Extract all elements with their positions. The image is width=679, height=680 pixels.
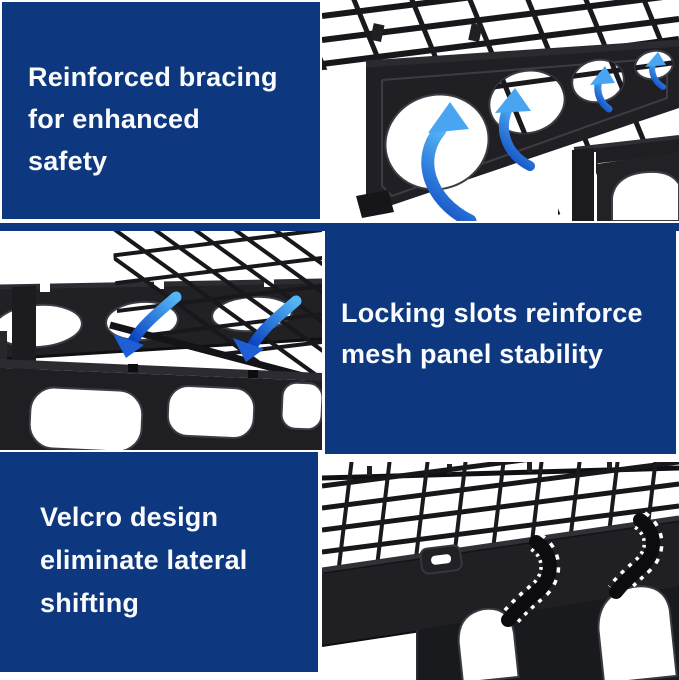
curved-arrow-down-icons: [113, 291, 302, 362]
arch-cutout: [597, 585, 678, 680]
feature-1-line-1: Reinforced bracing: [28, 62, 278, 92]
feature-1-photo-panel: [322, 0, 679, 221]
feature-1-line-3: safety: [28, 146, 108, 176]
velcro-straps-photo: [322, 462, 679, 680]
locking-slot: [40, 283, 50, 292]
feature-1-line-2: for enhanced: [28, 104, 200, 134]
lower-shelf-frame: [572, 135, 679, 221]
arrowhead: [233, 338, 264, 362]
feature-3-photo-panel: [322, 458, 679, 680]
beam-cutout: [28, 386, 144, 450]
arrowhead: [428, 102, 469, 133]
feature-2-photo-panel: [0, 231, 322, 450]
curved-arrow-up-icons: [421, 52, 666, 221]
arrowhead: [590, 66, 615, 85]
reinforced-bracing-photo: [322, 0, 679, 221]
mounting-bracket: [419, 544, 463, 575]
locking-slots-photo: [0, 231, 322, 450]
feature-1-text-panel: Reinforced bracing for enhanced safety: [2, 2, 320, 219]
feature-3-line-3: shifting: [40, 588, 140, 618]
feature-2-line-1: Locking slots reinforce: [341, 298, 643, 328]
feature-2-line-2: mesh panel stability: [341, 339, 604, 369]
feature-3-line-1: Velcro design: [40, 502, 219, 532]
locking-slot: [248, 370, 258, 378]
frame-legs: [416, 585, 679, 680]
locking-slot: [128, 364, 138, 372]
feature-3-caption: Velcro design eliminate lateral shifting: [0, 452, 318, 625]
arrowhead: [113, 334, 144, 358]
mesh-hook-tab: [370, 23, 385, 43]
feature-3-line-2: eliminate lateral: [40, 545, 248, 575]
beam-cutout: [280, 381, 322, 431]
curved-arrow-up-icon: [421, 123, 477, 221]
locking-slot: [154, 280, 164, 289]
curved-arrow-down-icon: [127, 291, 182, 347]
feature-3-text-panel: Velcro design eliminate lateral shifting: [0, 452, 318, 672]
velcro-strap: [501, 535, 557, 627]
beam-cutout: [166, 384, 256, 440]
background-mask: [322, 68, 558, 221]
velcro-strap: [609, 513, 660, 599]
feature-2-text-panel: Locking slots reinforce mesh panel stabi…: [325, 223, 676, 454]
mesh-hook-tab: [468, 23, 483, 43]
arch-cutout: [457, 607, 520, 680]
velcro-straps: [499, 511, 664, 627]
arrowhead: [645, 52, 666, 67]
front-beam: [0, 359, 322, 450]
feature-2-caption: Locking slots reinforce mesh panel stabi…: [325, 223, 676, 375]
arrowhead: [495, 88, 531, 113]
curved-arrow-down-icon: [247, 295, 302, 351]
feature-1-caption: Reinforced bracing for enhanced safety: [2, 2, 320, 182]
